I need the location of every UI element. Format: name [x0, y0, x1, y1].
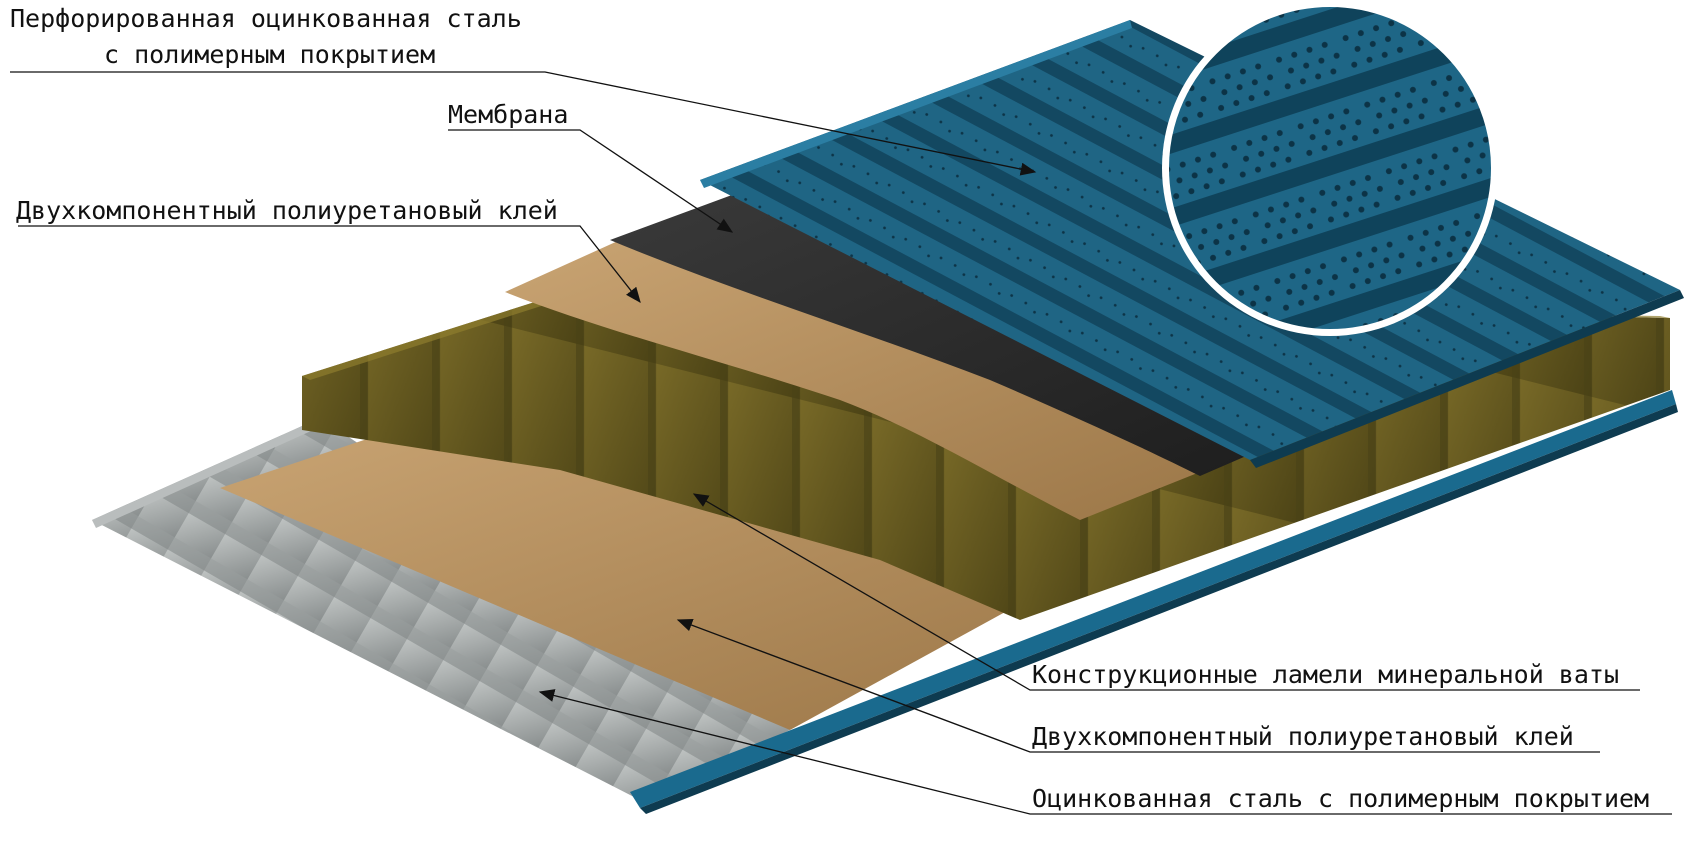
- label-mineral-wool: Конструкционные ламели минеральной ваты: [1032, 660, 1619, 689]
- label-glue-top: Двухкомпонентный полиуретановый клей: [16, 196, 558, 225]
- label-membrane: Мембрана: [448, 100, 569, 129]
- label-top-steel-line1: Перфорированная оцинкованная сталь: [10, 4, 522, 33]
- leader-glue-top: [18, 225, 641, 304]
- perforation-zoom-circle: [1162, 0, 1498, 336]
- leader-top-steel: [10, 71, 1037, 176]
- bottom-steel-sheet: [92, 418, 790, 800]
- leader-glue-bottom: [676, 618, 1600, 753]
- leader-mineral-wool: [692, 493, 1640, 691]
- leader-lines: [10, 71, 1672, 815]
- label-glue-bottom: Двухкомпонентный полиуретановый клей: [1032, 722, 1574, 751]
- blue-edge-profile: [630, 390, 1678, 814]
- bottom-glue-layer: [220, 428, 1100, 730]
- top-glue-layer: [505, 240, 1230, 520]
- leader-membrane: [448, 129, 734, 233]
- label-bottom-steel: Оцинкованная сталь с полимерным покрытие…: [1032, 784, 1650, 813]
- label-top-steel-line2: с полимерным покрытием: [104, 40, 436, 69]
- membrane-layer: [610, 192, 1260, 476]
- leader-bottom-steel: [538, 689, 1672, 815]
